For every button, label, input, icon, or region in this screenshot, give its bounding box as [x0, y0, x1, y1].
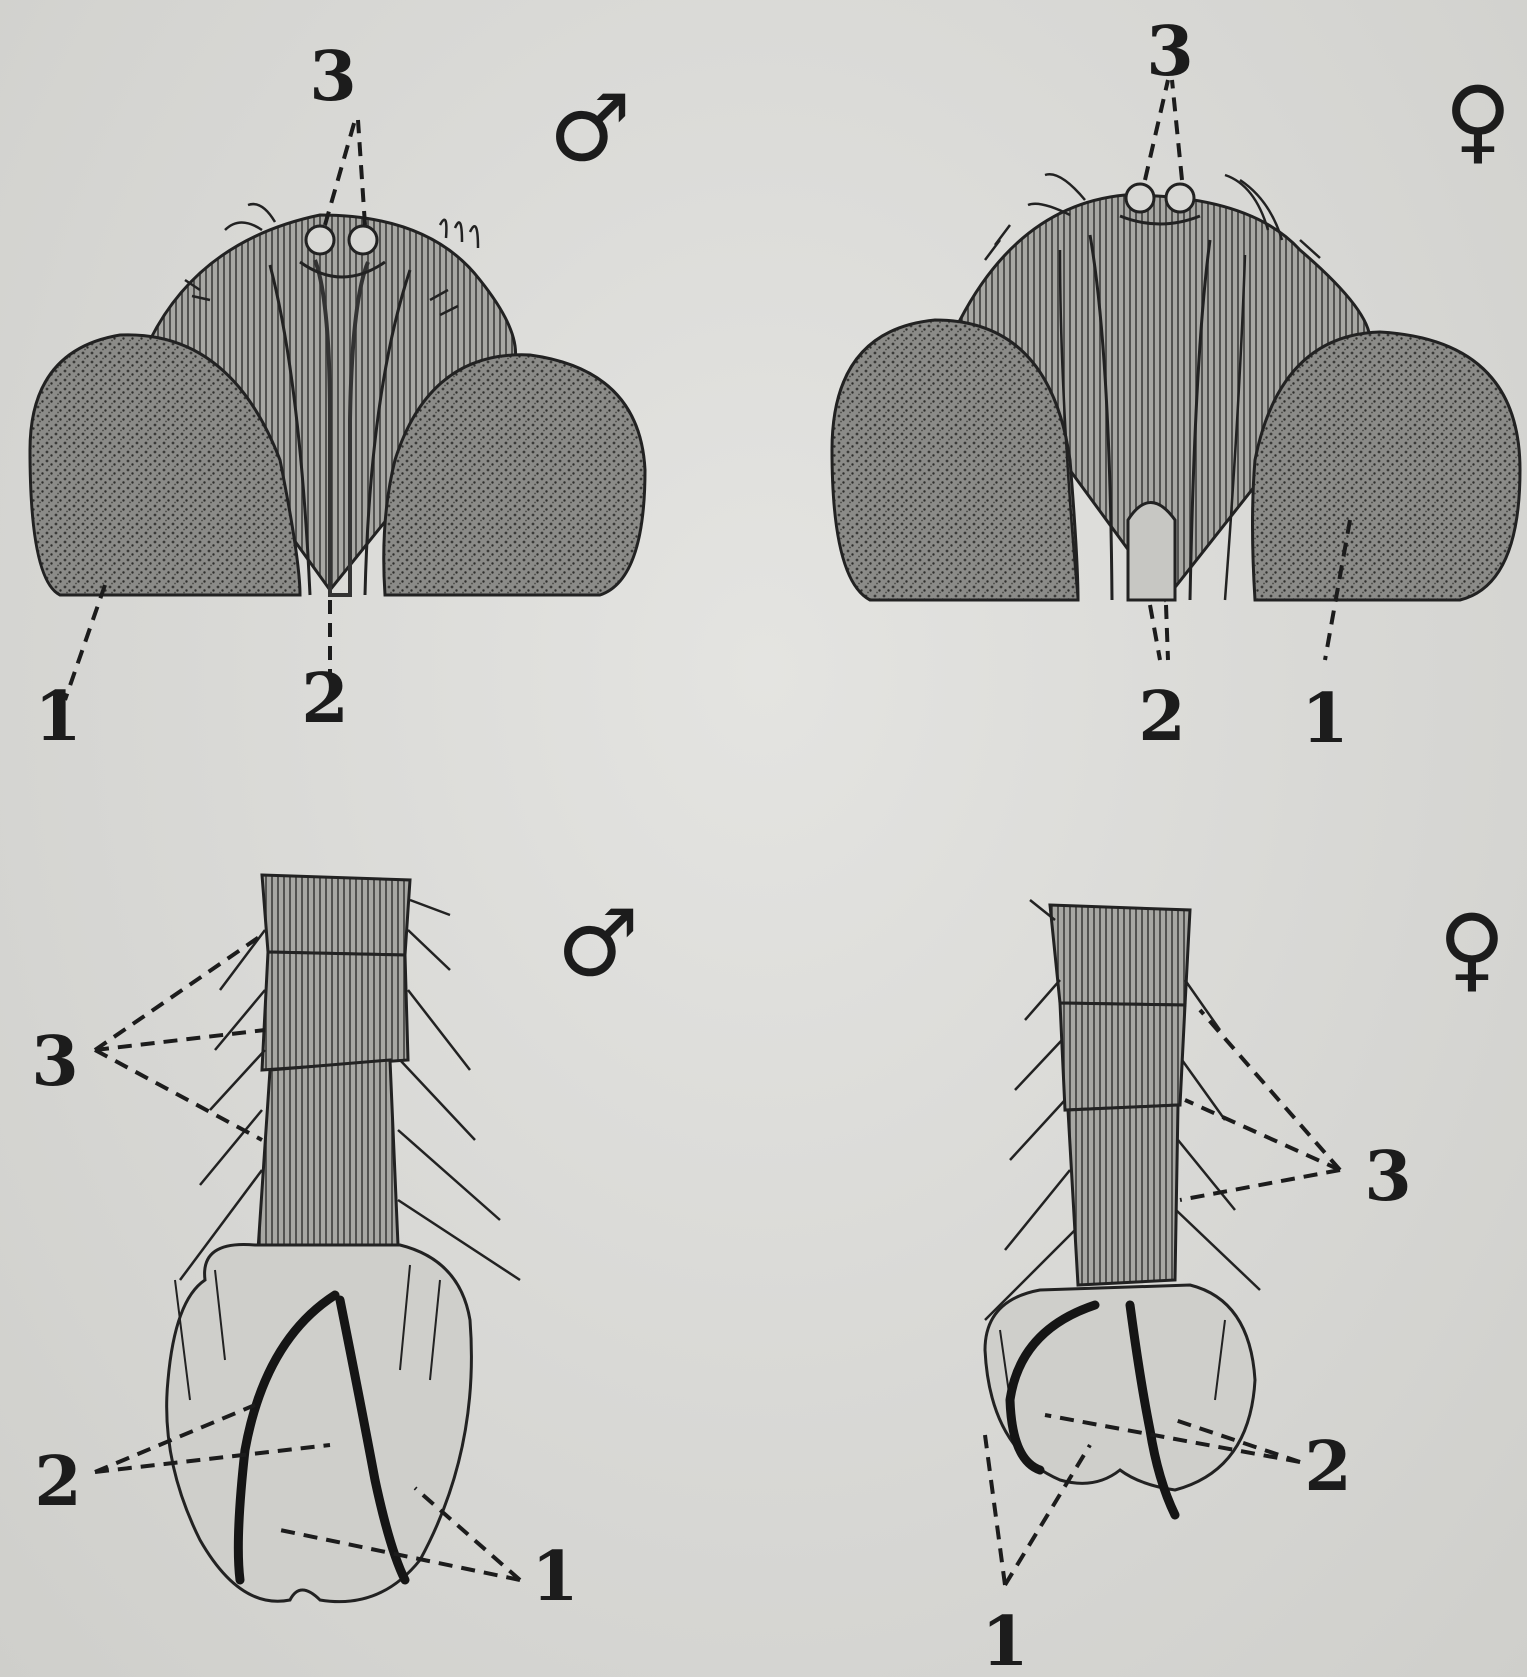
head-female-label-eye: 1	[1301, 679, 1348, 759]
head-female-label-ocelli: 3	[1146, 12, 1193, 92]
foot-female-label-segments: 3	[1364, 1137, 1411, 1217]
foot-female-segment-3	[1068, 1105, 1178, 1285]
head-male-figure: 3 1 2 ♂	[30, 37, 645, 757]
foot-male-label-claws: 2	[34, 1442, 81, 1522]
foot-male-segment-top	[262, 875, 410, 955]
foot-male-label-segments: 3	[31, 1022, 78, 1102]
head-male-label-ocelli: 3	[309, 37, 356, 117]
head-female-ocellus-right	[1166, 184, 1194, 212]
foot-male-sex-symbol: ♂	[557, 890, 639, 997]
foot-female-label-pulvilli: 1	[981, 1602, 1028, 1677]
head-female-figure: 3 2 1 ♀	[832, 12, 1520, 759]
foot-male-label-pulvilli: 1	[531, 1537, 578, 1617]
head-female-sex-symbol: ♀	[1444, 67, 1511, 174]
foot-male-segment-2	[262, 952, 408, 1070]
head-female-lunule	[1128, 503, 1175, 601]
foot-female-segment-top	[1050, 905, 1190, 1005]
head-male-sex-symbol: ♂	[549, 75, 631, 182]
head-male-ocellus-left	[306, 226, 334, 254]
foot-female-label-claws: 2	[1304, 1427, 1351, 1507]
head-female-label-stripe: 2	[1138, 677, 1185, 757]
head-male-label-stripe: 2	[301, 659, 348, 739]
foot-male-segment-3	[258, 1060, 398, 1250]
foot-female-segment-2	[1060, 1003, 1185, 1110]
head-male-ocellus-right	[349, 226, 377, 254]
foot-female-figure: 3 2 1 ♀	[981, 895, 1505, 1677]
head-female-right-eye	[1253, 332, 1521, 600]
foot-male-figure: 3 2 1 ♂	[31, 875, 639, 1617]
head-female-ocellus-left	[1126, 184, 1154, 212]
foot-female-sex-symbol: ♀	[1438, 895, 1505, 1002]
head-male-label-eye: 1	[34, 677, 81, 757]
